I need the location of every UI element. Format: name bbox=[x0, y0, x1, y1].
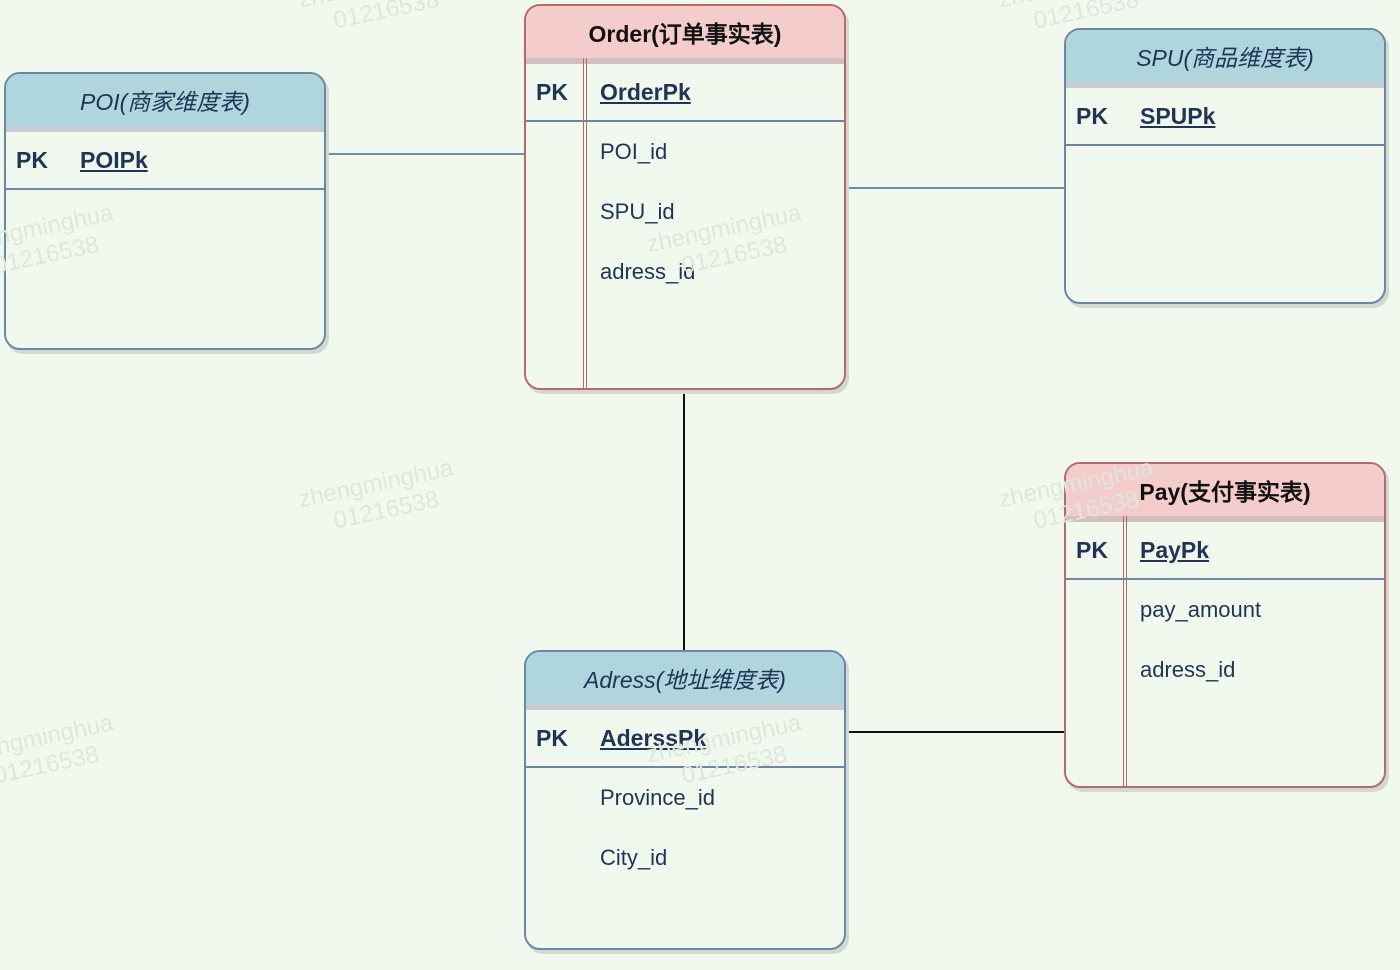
primary-key-row: PK OrderPk bbox=[526, 64, 844, 122]
column-divider bbox=[1123, 516, 1127, 786]
primary-key: PayPk bbox=[1140, 536, 1210, 563]
field-list: POI_id SPU_id adress_id bbox=[526, 122, 844, 302]
primary-key-row: PK AderssPk bbox=[526, 710, 844, 768]
primary-key-row: PK POIPk bbox=[6, 132, 324, 190]
entity-title: Adress(地址维度表) bbox=[526, 652, 844, 710]
field-list: Province_id City_id bbox=[526, 768, 844, 888]
field: pay_amount bbox=[1140, 597, 1262, 622]
field-list: pay_amount adress_id bbox=[1066, 580, 1384, 700]
primary-key: POIPk bbox=[80, 146, 148, 173]
entity-spu[interactable]: SPU(商品维度表) PK SPUPk bbox=[1064, 28, 1386, 304]
primary-key: AderssPk bbox=[600, 724, 707, 751]
entity-title: Order(订单事实表) bbox=[526, 6, 844, 64]
primary-key-row: PK PayPk bbox=[1066, 522, 1384, 580]
entity-order[interactable]: Order(订单事实表) PK OrderPk POI_id SPU_id ad… bbox=[524, 4, 846, 390]
pk-label: PK bbox=[16, 146, 48, 173]
primary-key: SPUPk bbox=[1140, 102, 1216, 129]
field: SPU_id bbox=[600, 199, 675, 224]
field: adress_id bbox=[1140, 657, 1236, 682]
field: City_id bbox=[600, 845, 668, 870]
entity-title: Pay(支付事实表) bbox=[1066, 464, 1384, 522]
pk-label: PK bbox=[1076, 536, 1108, 563]
field: adress_id bbox=[600, 259, 696, 284]
entity-title: POI(商家维度表) bbox=[6, 74, 324, 132]
primary-key-row: PK SPUPk bbox=[1066, 88, 1384, 146]
entity-poi[interactable]: POI(商家维度表) PK POIPk bbox=[4, 72, 326, 350]
field: POI_id bbox=[600, 139, 668, 164]
column-divider bbox=[583, 58, 587, 388]
pk-label: PK bbox=[536, 724, 568, 751]
pk-label: PK bbox=[1076, 102, 1108, 129]
entity-title: SPU(商品维度表) bbox=[1066, 30, 1384, 88]
primary-key: OrderPk bbox=[600, 78, 691, 105]
entity-pay[interactable]: Pay(支付事实表) PK PayPk pay_amount adress_id bbox=[1064, 462, 1386, 788]
pk-label: PK bbox=[536, 78, 568, 105]
field: Province_id bbox=[600, 785, 715, 810]
entity-adress[interactable]: Adress(地址维度表) PK AderssPk Province_id Ci… bbox=[524, 650, 846, 950]
